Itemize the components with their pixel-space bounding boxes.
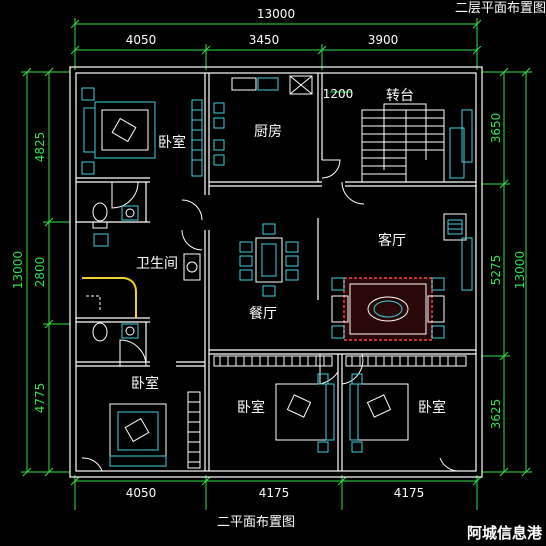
dim-left-total: 13000 [11,251,25,289]
walls [69,66,483,478]
staircase [361,103,465,183]
window-east [461,237,473,291]
room-label-bedroom-sw: 卧室 [131,375,159,392]
dimension-left [21,67,70,477]
dimension-right [482,67,532,477]
room-label-bedroom-s1: 卧室 [237,399,265,416]
bathroom-yellow-wall [82,277,137,318]
room-label-dining: 餐厅 [249,306,277,322]
dim-bottom-1: 4050 [126,486,157,500]
room-label-bathroom: 卫生间 [136,256,178,272]
title-top: 二层平面布置图 [455,1,546,16]
bed-south-2 [349,373,409,453]
bed-sw [109,403,167,467]
dining-set [239,223,299,297]
kitchen-fixtures [213,75,313,166]
dim-right-1: 3650 [489,113,503,144]
dim-left-2: 2800 [33,257,47,288]
dim-top-total: 13000 [257,7,295,21]
dimension-top [70,18,482,70]
dim-top-1: 4050 [126,33,157,47]
dim-left-1: 4825 [33,132,47,163]
room-label-kitchen: 厨房 [254,124,282,140]
bed-south-1 [275,373,335,453]
dim-right-total: 13000 [513,251,527,289]
wardrobe-sw [187,391,201,469]
wardrobe-south [213,355,467,367]
dim-stair-width: 1200 [323,87,354,101]
dim-bottom-2: 4175 [259,486,290,500]
title-bottom: 二平面布置图 [217,515,295,530]
room-label-bedroom-nw: 卧室 [158,134,186,151]
living-sofa-set [331,277,445,341]
dim-right-3: 3625 [489,399,503,430]
wardrobe-nw [191,99,203,177]
tv-cabinet [443,213,467,241]
dim-bottom-3: 4175 [394,486,425,500]
bathroom-fixtures [86,202,201,342]
room-label-living: 客厅 [378,232,406,249]
watermark: 阿城信息港 [467,524,543,542]
dim-right-2: 5275 [489,255,503,286]
room-label-bedroom-s2: 卧室 [418,399,446,416]
bed-nw [81,87,156,175]
dim-left-3: 4775 [33,383,47,414]
room-label-stair: 转台 [386,88,414,104]
window-east-2 [461,109,473,163]
dimension-bottom [70,475,482,510]
dim-top-2: 3450 [249,33,280,47]
dim-top-3: 3900 [368,33,399,47]
